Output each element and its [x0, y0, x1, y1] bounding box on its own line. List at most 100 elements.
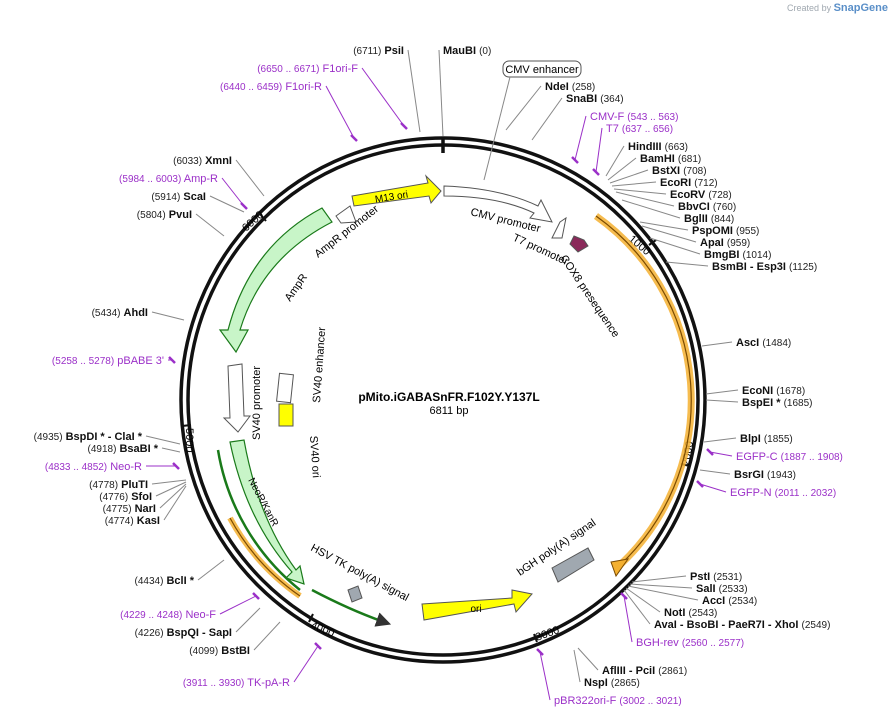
- site-nspi: NspI (2865): [584, 677, 640, 689]
- leader-bsmbi: [665, 261, 709, 267]
- leader-pspomi: [639, 221, 689, 231]
- site-bstxi: BstXI (708): [652, 165, 707, 177]
- site-name: ScaI: [183, 191, 206, 203]
- leader-bamhi: [607, 157, 637, 181]
- site-name: BmgBI: [704, 249, 739, 261]
- site-position: (663): [665, 142, 688, 153]
- site-position: (364): [600, 94, 623, 105]
- site-bspdi: (4935) BspDI * - ClaI *: [34, 431, 143, 443]
- m13-ori-label: M13 ori: [374, 189, 409, 205]
- site-position: (258): [572, 82, 595, 93]
- site-name: BamHI: [640, 153, 675, 165]
- primer-marks: [168, 122, 714, 656]
- leader-f1ori-r: [325, 85, 355, 139]
- ampr-label: AmpR: [283, 272, 310, 304]
- site-position: (5434): [92, 308, 121, 319]
- leader-maubi: [438, 49, 444, 137]
- site-name: ApaI: [700, 237, 724, 249]
- site-name: PspOMI: [692, 225, 733, 237]
- leader-bglii: [621, 199, 681, 219]
- site-position: (5984 .. 6003): [119, 174, 181, 185]
- cmv-enhancer-label: CMV enhancer: [505, 64, 579, 76]
- site-bspei: BspEI * (1685): [742, 397, 812, 409]
- cox8-label: COX8 presequence: [558, 253, 622, 340]
- site-psti: PstI (2531): [690, 571, 742, 583]
- site-name: MauBI: [443, 45, 476, 57]
- primer-t7: T7 (637 .. 656): [606, 123, 673, 135]
- site-position: (2560 .. 2577): [682, 638, 744, 649]
- site-ecori: EcoRI (712): [660, 177, 718, 189]
- leader-scai: [209, 195, 245, 213]
- site-name: PstI: [690, 571, 710, 583]
- site-ahdi: (5434) AhdI: [92, 307, 148, 319]
- site-position: (5804): [137, 210, 166, 221]
- site-bsmbi: BsmBI - Esp3I (1125): [712, 261, 817, 273]
- site-position: (708): [683, 166, 706, 177]
- hsv-green-line: [311, 588, 392, 627]
- sv40-promoter-arrow: [222, 363, 251, 433]
- leader-neo-f: [219, 595, 257, 615]
- leader-pbr322ori-f: [539, 651, 551, 701]
- site-pvui: (5804) PvuI: [137, 209, 192, 221]
- site-hindiii: HindIII (663): [628, 141, 688, 153]
- site-bcli: (4434) BclI *: [135, 575, 195, 587]
- site-name: NotI: [664, 607, 685, 619]
- site-sali: SalI (2533): [696, 583, 748, 595]
- leader-econi: [705, 389, 739, 395]
- site-position: (1678): [776, 386, 805, 397]
- site-name: SfoI: [131, 491, 152, 503]
- site-asci: AscI (1484): [736, 337, 791, 349]
- site-position: (4774): [105, 516, 134, 527]
- site-position: (2533): [719, 584, 748, 595]
- site-position: (637 .. 656): [622, 124, 673, 135]
- primer-mark-bgh-rev: [620, 592, 628, 600]
- site-name: BstBI: [221, 645, 250, 657]
- site-position: (0): [479, 46, 491, 57]
- primer-mark-neo-r: [172, 462, 180, 470]
- primer-mark-egfp-c: [706, 448, 714, 456]
- site-position: (844): [711, 214, 734, 225]
- site-snabi: SnaBI (364): [566, 93, 624, 105]
- cmv-enhancer-leader: [483, 76, 511, 181]
- site-position: (2865): [611, 678, 640, 689]
- site-position: (1014): [743, 250, 772, 261]
- site-position: (1685): [784, 398, 813, 409]
- hsv-orange-line: [229, 517, 301, 597]
- site-pluti: (4778) PluTI: [89, 479, 148, 491]
- leader-bgh-rev: [623, 595, 633, 643]
- site-name: PluTI: [121, 479, 148, 491]
- site-nari: (4775) NarI: [103, 503, 156, 515]
- site-name: BspQI - SapI: [167, 627, 232, 639]
- site-position: (1855): [764, 434, 793, 445]
- site-bamhi: BamHI (681): [640, 153, 701, 165]
- leader-sali: [629, 583, 693, 589]
- leader-pvui: [195, 213, 225, 237]
- site-sfoi: (4776) SfoI: [99, 491, 152, 503]
- primer-neo-f: (4229 .. 4248) Neo-F: [120, 609, 216, 621]
- site-position: (5914): [151, 192, 180, 203]
- primer-pbabe-3: (5258 .. 5278) pBABE 3': [52, 355, 164, 367]
- site-position: (2011 .. 2032): [775, 488, 837, 499]
- primer-mark-neo-f: [252, 592, 260, 600]
- site-position: (543 .. 563): [627, 112, 678, 123]
- plasmid-name: pMito.iGABASnFR.F102Y.Y137L: [358, 390, 539, 404]
- primer-mark-f1ori-r: [350, 134, 358, 142]
- primer-egfp-n: EGFP-N (2011 .. 2032): [730, 487, 836, 499]
- site-name: pBABE 3': [117, 355, 164, 367]
- primer-egfp-c: EGFP-C (1887 .. 1908): [736, 451, 843, 463]
- leader-bspdi: [145, 435, 181, 445]
- primer-mark-pbr322ori-f: [536, 648, 544, 656]
- site-position: (728): [708, 190, 731, 201]
- leader-ecori: [611, 181, 657, 187]
- primer-f1ori-f: (6650 .. 6671) F1ori-F: [257, 63, 358, 75]
- egfp-arc: [593, 213, 695, 568]
- leader-noti: [625, 587, 661, 613]
- site-name: EcoRV: [670, 189, 706, 201]
- cmv-promoter-arrow: [443, 185, 553, 223]
- site-name: SnaBI: [566, 93, 597, 105]
- site-ndei: NdeI (258): [545, 81, 595, 93]
- site-position: (1887 .. 1908): [781, 452, 843, 463]
- site-position: (4775): [103, 504, 132, 515]
- site-name: BGH-rev: [636, 637, 679, 649]
- leader-egfp-n: [699, 483, 727, 493]
